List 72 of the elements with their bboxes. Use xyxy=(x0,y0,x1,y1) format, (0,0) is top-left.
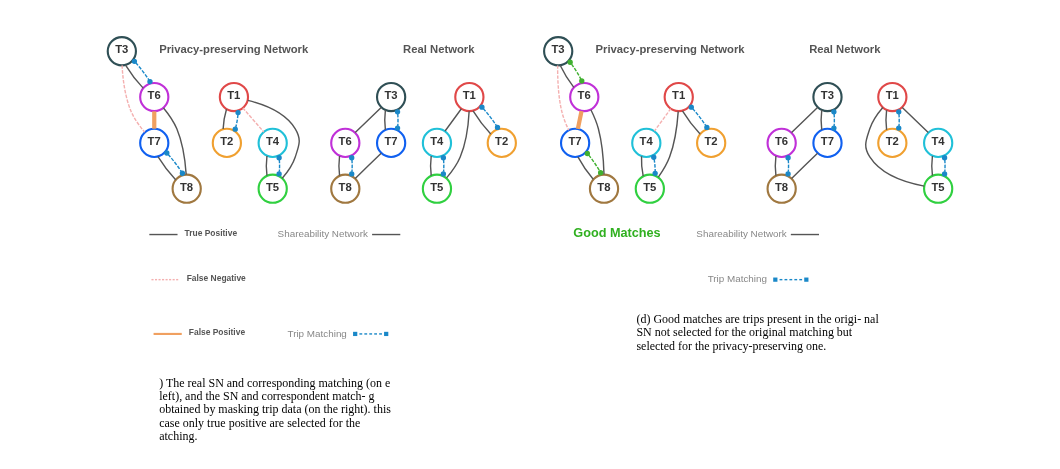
label: Privacy-preserving Network xyxy=(595,43,745,56)
connector xyxy=(247,99,300,179)
node-circle: T8 xyxy=(588,173,620,204)
connector xyxy=(681,110,701,135)
legend-label: False Positive xyxy=(188,327,246,338)
connector xyxy=(790,152,819,180)
legend-label: Shareability Network xyxy=(696,228,787,240)
connector xyxy=(931,155,934,177)
connector xyxy=(640,155,644,177)
connector xyxy=(472,110,492,135)
connector xyxy=(575,110,584,130)
node-circle: T5 xyxy=(634,173,665,204)
connector xyxy=(657,110,679,178)
node-circle: T2 xyxy=(486,127,517,159)
connector xyxy=(131,58,153,85)
connector xyxy=(820,109,823,131)
connector xyxy=(831,109,837,131)
connector xyxy=(651,154,658,177)
node-circle: T8 xyxy=(171,173,202,204)
label: Real Network xyxy=(809,43,881,56)
node-circle: T6 xyxy=(139,81,170,113)
legend-label: Trip Matching xyxy=(287,327,347,339)
connector xyxy=(785,155,791,177)
connector xyxy=(164,150,186,176)
legend-label: False Negative xyxy=(186,273,246,284)
connector xyxy=(152,111,157,129)
connector xyxy=(774,155,777,177)
connector xyxy=(354,106,382,134)
connector xyxy=(556,64,570,131)
connector xyxy=(157,155,177,181)
connector xyxy=(688,104,710,131)
label: (d) Good matches are trips present in the origi- nal SN not selected for the original matching but selected for the privacy-preserving one. xyxy=(636,312,879,353)
connector xyxy=(384,109,387,131)
connector xyxy=(577,156,594,181)
node-circle: T2 xyxy=(696,127,727,159)
connector xyxy=(354,152,382,180)
label: Privacy-preserving Network xyxy=(159,43,309,56)
legend-label: Shareability Network xyxy=(277,228,369,240)
connector xyxy=(590,109,605,176)
legend-label: True Positive xyxy=(184,228,238,239)
connector xyxy=(444,108,463,132)
node-circle: T6 xyxy=(569,81,600,113)
connector xyxy=(440,155,447,177)
label: Real Network xyxy=(403,43,475,56)
connector xyxy=(445,110,470,179)
connector xyxy=(653,108,672,132)
legend-label: Trip Matching xyxy=(707,273,768,285)
connector xyxy=(222,108,228,130)
label: ) The real SN and corresponding matching (on e left), and the SN and correspondent match- g obtained by masking trip data (on the right). this case only true positive are selected for the atching. xyxy=(159,375,391,444)
connector xyxy=(338,155,341,177)
connector xyxy=(584,150,604,176)
connector xyxy=(790,106,819,134)
connector xyxy=(349,155,355,177)
connector xyxy=(479,104,501,131)
connector xyxy=(896,109,902,131)
connector xyxy=(394,109,401,131)
connector xyxy=(162,107,187,176)
label: Good Matches xyxy=(573,225,661,240)
connector xyxy=(232,109,241,132)
connector xyxy=(559,64,575,89)
connector xyxy=(265,155,268,177)
connector xyxy=(124,64,144,89)
connector xyxy=(121,64,146,133)
connector xyxy=(941,155,948,177)
connector xyxy=(901,106,929,134)
connector xyxy=(242,107,265,133)
node-circle: T1 xyxy=(218,81,250,113)
connector xyxy=(567,59,585,84)
connector xyxy=(276,155,282,177)
connector xyxy=(429,155,432,177)
connector xyxy=(885,109,888,131)
connector xyxy=(865,106,925,187)
